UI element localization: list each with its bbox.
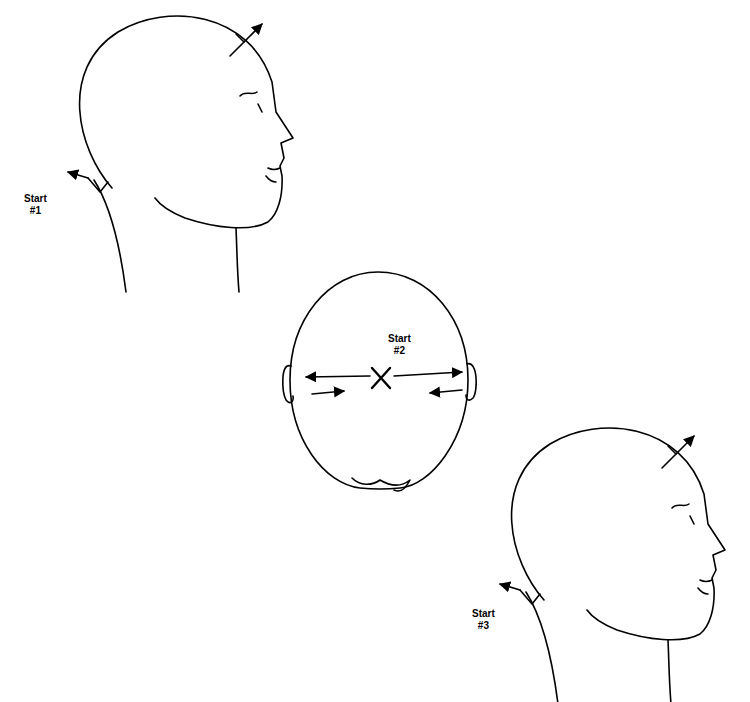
mouth-mark [268, 168, 280, 170]
direction-arrow [68, 172, 88, 178]
direction-arrow [430, 390, 462, 393]
ear [466, 364, 476, 400]
direction-arrow [306, 376, 370, 377]
start-cross [372, 368, 390, 388]
head-profile [68, 16, 293, 292]
start-label: Start #3 [472, 608, 495, 631]
head-outline [290, 272, 468, 489]
start-label: Start #2 [388, 333, 411, 356]
direction-arrow [244, 24, 262, 42]
eye-mark [240, 92, 257, 96]
eye-mark [258, 104, 262, 112]
mouth-mark [266, 176, 276, 182]
start-marker [230, 34, 244, 56]
direction-arrow [312, 391, 344, 394]
neck-back [94, 180, 126, 292]
head-top-view [283, 272, 476, 491]
head-profile [500, 428, 725, 702]
neck-front [236, 228, 239, 292]
start-label: Start #1 [24, 193, 47, 216]
start-marker [88, 178, 108, 192]
nose-chin [352, 478, 410, 491]
ear [283, 366, 293, 403]
direction-arrow [394, 372, 462, 376]
head-outline [80, 16, 293, 228]
